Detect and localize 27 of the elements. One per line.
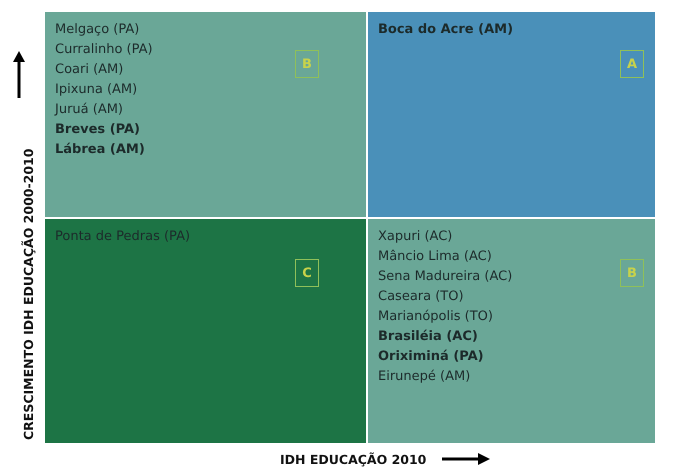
municipality-name: Coari (AM) (55, 61, 124, 79)
municipality-name: Oriximiná (PA) (378, 348, 484, 366)
quadrant-letter: B (620, 259, 644, 287)
quadrant-panel (368, 219, 655, 443)
municipality-name: Marianópolis (TO) (378, 308, 493, 326)
municipality-name: Breves (PA) (55, 121, 140, 139)
municipality-name: Caseara (TO) (378, 288, 464, 306)
municipality-name: Sena Madureira (AC) (378, 268, 512, 286)
municipality-name: Melgaço (PA) (55, 21, 140, 39)
axis-title: IDH EDUCAÇÃO 2010 (280, 452, 426, 467)
municipality-name: Ponta de Pedras (PA) (55, 228, 190, 246)
quadrant-letter: B (295, 50, 319, 78)
municipality-name: Xapuri (AC) (378, 228, 452, 246)
axis-title: CRESCIMENTO IDH EDUCAÇÃO 2000-2010 (21, 148, 36, 440)
municipality-name: Lábrea (AM) (55, 141, 145, 159)
quadrant-letter: C (295, 259, 319, 287)
municipality-name: Juruá (AM) (55, 101, 124, 119)
quadrant-panel (45, 12, 366, 217)
municipality-name: Ipixuna (AM) (55, 81, 138, 99)
quadrant-panel (45, 219, 366, 443)
municipality-name: Mâncio Lima (AC) (378, 248, 492, 266)
quadrant-letter: A (620, 50, 644, 78)
quadrant-panel (368, 12, 655, 217)
municipality-name: Brasiléia (AC) (378, 328, 478, 346)
municipality-name: Boca do Acre (AM) (378, 21, 514, 39)
municipality-name: Curralinho (PA) (55, 41, 153, 59)
municipality-name: Eirunepé (AM) (378, 368, 470, 386)
